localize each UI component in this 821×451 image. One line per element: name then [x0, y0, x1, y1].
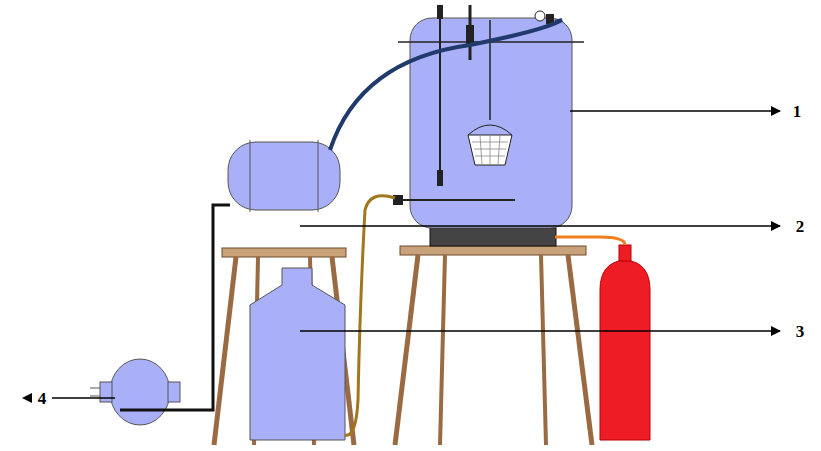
leader-arrow [300, 225, 780, 227]
drain-hose [345, 196, 395, 436]
leader-arrow [300, 330, 780, 332]
heater-plate [430, 228, 556, 246]
gas-hose [555, 237, 625, 245]
callout-number: 1 [793, 103, 802, 120]
right-table [395, 246, 592, 445]
horizontal-tank [228, 140, 340, 212]
vacuum-pump [90, 359, 180, 425]
gas-cylinder [600, 245, 650, 440]
reactor-vessel [393, 5, 584, 228]
collection-bottle [250, 268, 345, 440]
vacuum-line [120, 205, 230, 410]
left-table [214, 248, 354, 445]
leader-arrow [570, 110, 780, 112]
callout-number: 4 [38, 390, 47, 407]
leader-line [52, 397, 115, 399]
callout-number: 3 [796, 323, 805, 340]
arrow-head [22, 393, 32, 403]
vapour-hose [330, 20, 562, 150]
callout-number: 2 [796, 218, 805, 235]
